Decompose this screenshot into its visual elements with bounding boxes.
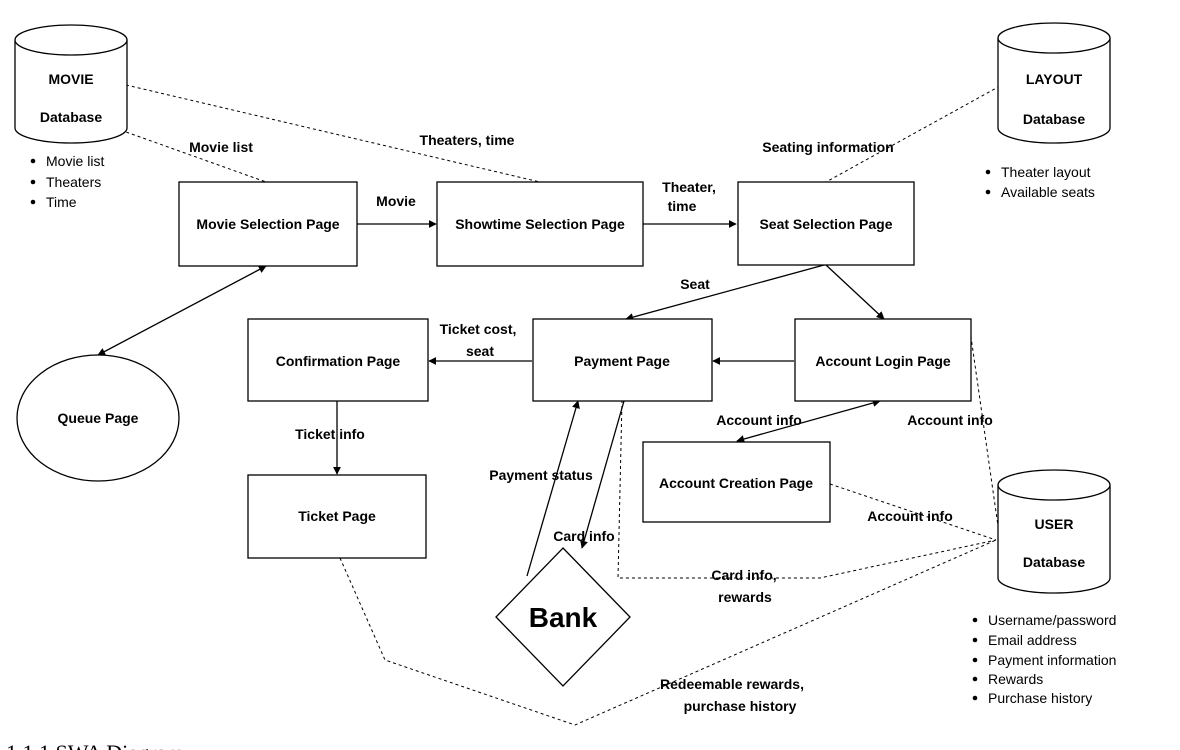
label-account-info-login: Account info bbox=[716, 412, 802, 428]
label-card-info-rewards-line1: Card info, bbox=[711, 567, 776, 583]
dash-layout-db-to-seat-selection bbox=[825, 85, 1001, 183]
payment-page: Payment Page bbox=[532, 318, 713, 402]
bank: Bank bbox=[495, 547, 631, 687]
dash-creation-to-user-db bbox=[829, 483, 997, 541]
list-item: Movie list bbox=[46, 153, 104, 169]
arrow-seat-to-login bbox=[825, 264, 885, 320]
seat-selection-page: Seat Selection Page bbox=[737, 181, 915, 266]
label-ticket-cost-line2: seat bbox=[466, 343, 494, 359]
layout-db-items: Theater layout Available seats bbox=[985, 164, 1095, 200]
movie-selection-label: Movie Selection Page bbox=[196, 216, 339, 232]
label-redeemable-line1: Redeemable rewards, bbox=[660, 676, 804, 692]
user-database: USER Database bbox=[997, 469, 1111, 594]
list-item: Rewards bbox=[988, 671, 1043, 687]
layout-database: LAYOUT Database bbox=[997, 22, 1111, 144]
solid-arrows bbox=[97, 220, 885, 577]
list-item: Purchase history bbox=[988, 690, 1092, 706]
movie-db-title: MOVIE bbox=[48, 71, 93, 87]
movie-db-items: Movie list Theaters Time bbox=[30, 153, 104, 210]
layout-db-title: LAYOUT bbox=[1026, 71, 1083, 87]
queue-page: Queue Page bbox=[16, 354, 180, 482]
movie-database: MOVIE Database bbox=[14, 24, 128, 144]
account-creation-page: Account Creation Page bbox=[642, 441, 831, 523]
list-item: Username/password bbox=[988, 612, 1116, 628]
label-theater-line1: Theater, bbox=[662, 179, 716, 195]
dash-payment-to-user-db bbox=[617, 399, 997, 579]
dashed-connectors bbox=[97, 84, 1001, 726]
movie-db-subtitle: Database bbox=[40, 109, 102, 125]
label-movie-list: Movie list bbox=[189, 139, 253, 155]
label-payment-status: Payment status bbox=[489, 467, 593, 483]
user-db-items: Username/password Email address Payment … bbox=[972, 612, 1116, 706]
layout-db-subtitle: Database bbox=[1023, 111, 1085, 127]
edge-labels: Movie list Theaters, time Seating inform… bbox=[189, 132, 993, 714]
list-item: Theaters bbox=[46, 174, 101, 190]
label-account-info-db: Account info bbox=[907, 412, 993, 428]
arrow-movie-selection-queue bbox=[97, 265, 267, 356]
label-theaters-time: Theaters, time bbox=[420, 132, 515, 148]
list-item: Time bbox=[46, 194, 77, 210]
user-db-subtitle: Database bbox=[1023, 554, 1085, 570]
payment-label: Payment Page bbox=[574, 353, 670, 369]
label-redeemable-line2: purchase history bbox=[684, 698, 797, 714]
ticket-label: Ticket Page bbox=[298, 508, 376, 524]
label-movie: Movie bbox=[376, 193, 416, 209]
movie-selection-page: Movie Selection Page bbox=[178, 181, 358, 267]
account-creation-label: Account Creation Page bbox=[659, 475, 813, 491]
label-seating-information: Seating information bbox=[762, 139, 893, 155]
label-ticket-info: Ticket info bbox=[295, 426, 365, 442]
ticket-page: Ticket Page bbox=[247, 474, 427, 559]
dash-movie-db-to-showtime-selection bbox=[125, 84, 541, 183]
queue-label: Queue Page bbox=[58, 410, 139, 426]
list-item: Email address bbox=[988, 632, 1077, 648]
confirmation-label: Confirmation Page bbox=[276, 353, 401, 369]
dash-login-to-user-db bbox=[969, 329, 1001, 541]
list-item: Theater layout bbox=[1001, 164, 1091, 180]
arrow-bank-to-payment bbox=[526, 400, 580, 577]
account-login-label: Account Login Page bbox=[815, 353, 951, 369]
label-ticket-cost-line1: Ticket cost, bbox=[440, 321, 517, 337]
list-item: Available seats bbox=[1001, 184, 1095, 200]
seat-selection-label: Seat Selection Page bbox=[759, 216, 892, 232]
arrow-login-creation bbox=[736, 399, 881, 443]
bank-label: Bank bbox=[529, 602, 598, 633]
diagram-caption: 1.1.1 SWA Diagram bbox=[6, 740, 183, 750]
list-item: Payment information bbox=[988, 652, 1116, 668]
confirmation-page: Confirmation Page bbox=[247, 318, 429, 402]
showtime-selection-page: Showtime Selection Page bbox=[436, 181, 644, 267]
label-account-info-creation: Account info bbox=[867, 508, 953, 524]
arrow-seat-to-payment bbox=[625, 264, 825, 321]
label-card-info: Card info bbox=[553, 528, 614, 544]
label-seat: Seat bbox=[680, 276, 710, 292]
dash-ticket-to-user-db bbox=[339, 539, 997, 726]
label-card-info-rewards-line2: rewards bbox=[718, 589, 772, 605]
user-db-title: USER bbox=[1035, 516, 1074, 532]
label-theater-line2: time bbox=[668, 198, 697, 214]
arrow-payment-to-bank bbox=[580, 400, 625, 549]
account-login-page: Account Login Page bbox=[794, 318, 972, 402]
showtime-selection-label: Showtime Selection Page bbox=[455, 216, 625, 232]
